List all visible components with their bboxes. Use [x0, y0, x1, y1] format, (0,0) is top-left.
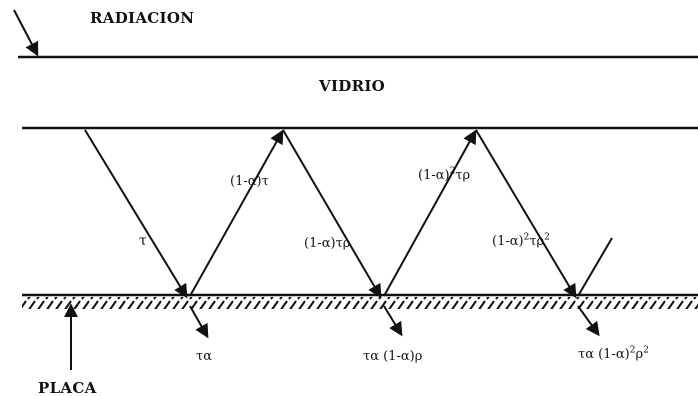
term-reflected-2-tail: τρ	[455, 168, 471, 183]
term-transmitted-3-base: (1-α)	[492, 234, 524, 249]
term-absorbed-3-exp: 2	[629, 345, 636, 356]
term-transmitted-3: (1-α)2τρ2	[492, 232, 550, 249]
term-transmitted-3-exp2: 2	[544, 232, 550, 243]
term-reflected-2-exp: 2	[449, 166, 456, 177]
term-absorbed-3: τα (1-α)2ρ2	[578, 345, 649, 362]
term-absorbed-3-base: τα (1-α)	[578, 347, 630, 362]
term-absorbed-2: τα (1-α)ρ	[363, 349, 423, 364]
ray-reflected-2	[383, 129, 477, 297]
term-reflected-2-base: (1-α)	[418, 168, 450, 183]
plate-hatching	[22, 297, 698, 309]
term-absorbed-3-mid: ρ	[635, 347, 644, 362]
ray-transmitted-2	[282, 129, 382, 299]
absorbed-arrow-3	[577, 305, 600, 337]
term-transmitted-1: τ	[139, 233, 147, 249]
term-transmitted-3-exp: 2	[523, 232, 530, 243]
ray-transmitted-1	[84, 129, 188, 299]
ray-reflected-3	[577, 237, 613, 297]
absorbed-arrow-1	[189, 305, 209, 339]
plate-label: PLACA	[38, 379, 97, 396]
term-transmitted-3-mid: τρ	[529, 234, 545, 249]
ray-transmitted-3	[475, 129, 577, 299]
term-absorbed-3-exp2: 2	[643, 345, 649, 356]
radiation-label: RADIACION	[90, 9, 195, 27]
ray-reflected-1	[189, 129, 284, 297]
term-absorbed-1: τα	[196, 349, 212, 364]
glass-label: VIDRIO	[319, 77, 386, 95]
term-reflected-2: (1-α)2τρ	[418, 166, 471, 183]
term-reflected-1: (1-α)τ	[230, 174, 269, 189]
absorbed-arrow-2	[383, 305, 403, 337]
radiation-arrow	[13, 9, 39, 57]
term-transmitted-2: (1-α)τρ	[304, 236, 351, 251]
